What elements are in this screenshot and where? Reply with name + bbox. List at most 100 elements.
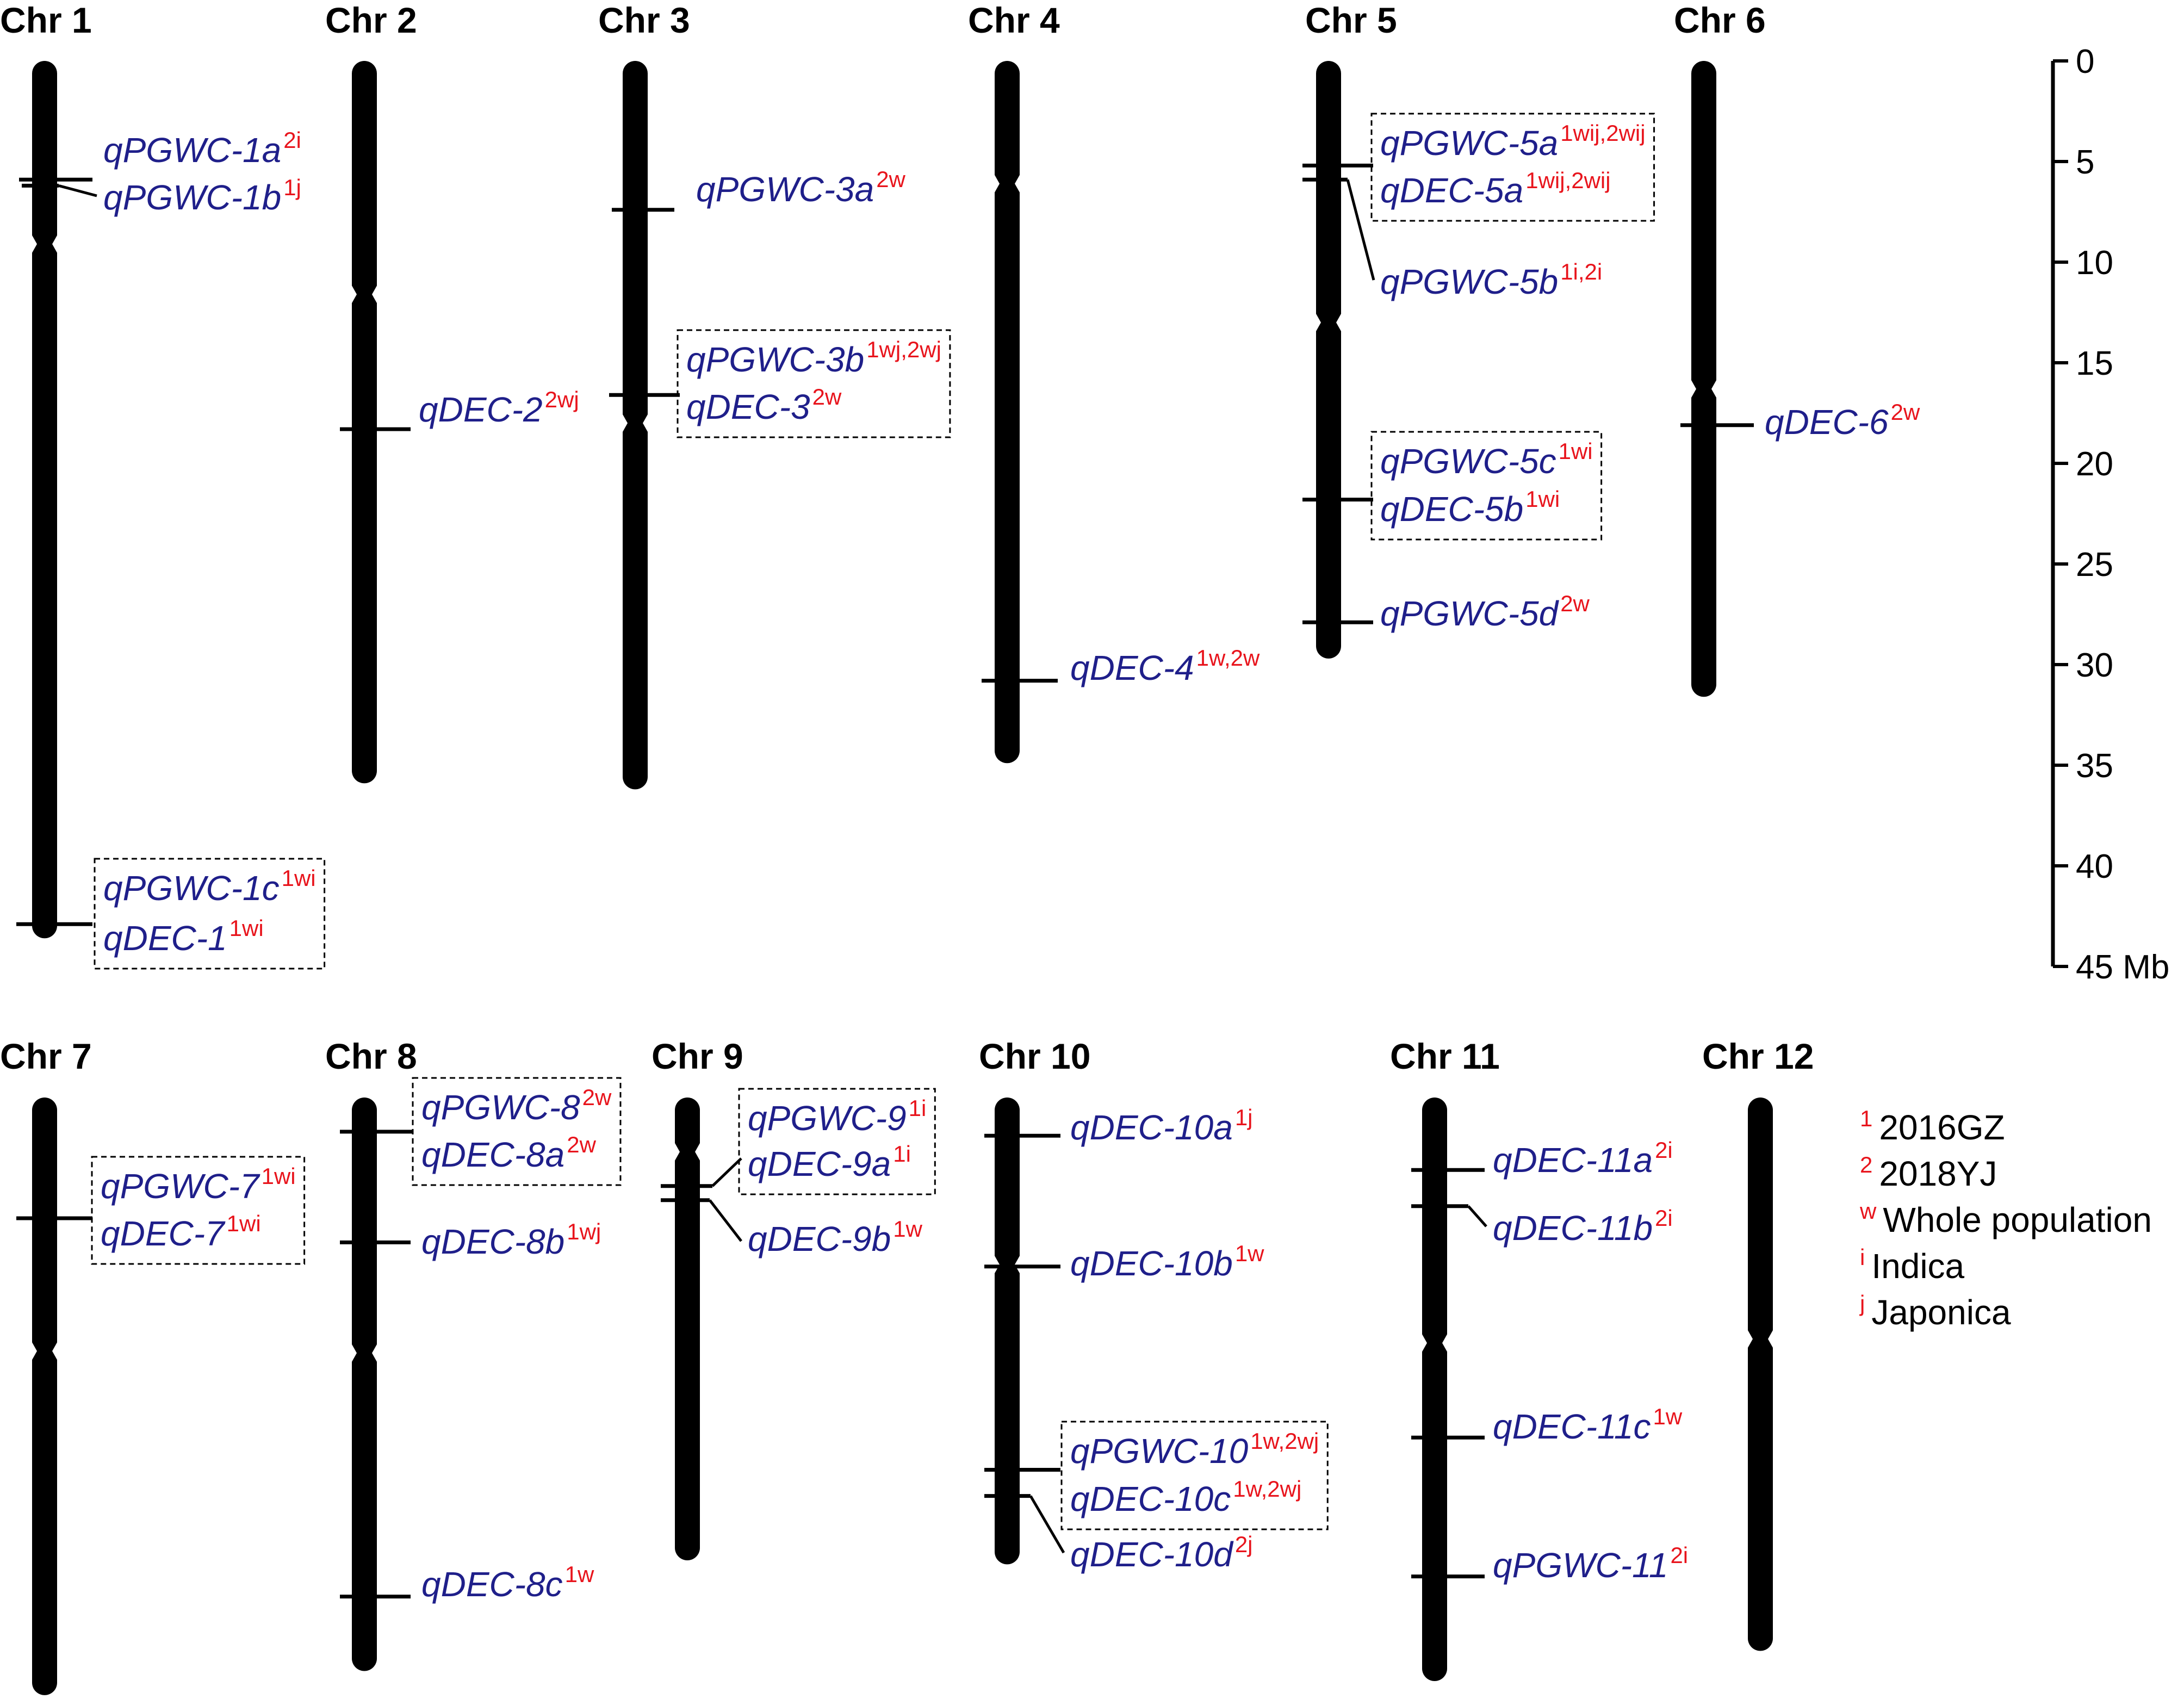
qtl-name-qdec-3: qDEC-3 bbox=[686, 387, 810, 426]
qtl-connector-qpgwc-5b bbox=[1346, 179, 1375, 281]
qtl-label-qdec-9a: qDEC-9a1i bbox=[748, 1141, 911, 1183]
chromosome-title-chr-7: Chr 7 bbox=[0, 1036, 92, 1076]
chromosome-title-chr-12: Chr 12 bbox=[1702, 1036, 1814, 1076]
qtl-sup-qdec-1: 1wi bbox=[229, 915, 264, 941]
qtl-sup-qdec-10d: 2j bbox=[1235, 1532, 1253, 1557]
scale-tick-label-30: 30 bbox=[2076, 647, 2113, 684]
chromosome-title-chr-2: Chr 2 bbox=[325, 0, 417, 40]
chromosome-title-chr-8: Chr 8 bbox=[325, 1036, 417, 1076]
chromosome-title-chr-9: Chr 9 bbox=[652, 1036, 743, 1076]
qtl-name-qdec-11a: qDEC-11a bbox=[1493, 1140, 1653, 1180]
chromosome-title-chr-6: Chr 6 bbox=[1674, 0, 1766, 40]
qtl-markers-layer bbox=[16, 163, 1754, 1599]
scale-tick-label-5: 5 bbox=[2076, 144, 2094, 181]
chromosome-title-chr-1: Chr 1 bbox=[0, 0, 92, 40]
chromosome-chr-8 bbox=[352, 1098, 377, 1671]
qtl-sup-qpgwc-7: 1wi bbox=[262, 1163, 296, 1189]
qtl-sup-qdec-5b: 1wi bbox=[1525, 486, 1560, 512]
legend-mark-2016gz: 1 bbox=[1860, 1106, 1872, 1131]
chromosome-chr-5 bbox=[1316, 61, 1341, 659]
qtl-connector-qdec-11b bbox=[1467, 1205, 1487, 1227]
qtl-name-qpgwc-7: qPGWC-7 bbox=[101, 1167, 260, 1206]
qtl-sup-qdec-5a: 1wij,2wij bbox=[1525, 168, 1610, 193]
qtl-sup-qdec-2: 2wj bbox=[545, 387, 579, 412]
qtl-sup-qpgwc-5d: 2w bbox=[1560, 591, 1590, 616]
chromosome-title-chr-3: Chr 3 bbox=[598, 0, 690, 40]
qtl-label-qpgwc-3b: qPGWC-3b1wj,2wj bbox=[686, 337, 941, 379]
qtl-sup-qpgwc-5a: 1wij,2wij bbox=[1560, 120, 1645, 146]
qtl-cluster-box-qpgwc-5c bbox=[1370, 431, 1603, 541]
qtl-sup-qdec-9b: 1w bbox=[893, 1216, 922, 1242]
qtl-sup-qdec-8c: 1w bbox=[565, 1561, 594, 1587]
qtl-label-qpgwc-5d: qPGWC-5d2w bbox=[1380, 591, 1590, 633]
qtl-sup-qdec-6: 2w bbox=[1891, 399, 1920, 425]
qtl-connector-qpgwc-9 bbox=[711, 1157, 742, 1187]
qtl-label-qpgwc-5c: qPGWC-5c1wi bbox=[1380, 438, 1593, 481]
qtl-name-qdec-8a: qDEC-8a bbox=[421, 1135, 564, 1174]
chromosome-chr-3 bbox=[623, 61, 648, 790]
qtl-connector-qdec-9b bbox=[709, 1199, 742, 1242]
qtl-sup-qpgwc-5c: 1wi bbox=[1559, 438, 1593, 464]
chromosome-chr-11 bbox=[1422, 1098, 1447, 1681]
scale-tick-label-10: 10 bbox=[2076, 244, 2113, 282]
qtl-name-qdec-8b: qDEC-8b bbox=[421, 1222, 564, 1261]
qtl-connector-qdec-10d bbox=[1029, 1495, 1065, 1554]
qtl-sup-qpgwc-3b: 1wj,2wj bbox=[866, 337, 941, 362]
chromosome-title-chr-5: Chr 5 bbox=[1305, 0, 1397, 40]
qtl-sup-qpgwc-5b: 1i,2i bbox=[1560, 259, 1602, 284]
scale-tick-label-0: 0 bbox=[2076, 43, 2094, 80]
qtl-label-qdec-1: qDEC-11wi bbox=[103, 915, 264, 958]
qtl-label-qdec-2: qDEC-22wj bbox=[419, 387, 579, 429]
qtl-cluster-box-qpgwc-5a bbox=[1370, 113, 1655, 222]
qtl-connector-qpgwc-1b bbox=[58, 184, 97, 197]
qtl-label-qdec-9b: qDEC-9b1w bbox=[748, 1216, 923, 1258]
qtl-labels-layer: qPGWC-1a2iqPGWC-1b1jqPGWC-1c1wiqDEC-11wi… bbox=[101, 120, 1920, 1604]
qtl-sup-qpgwc-9: 1i bbox=[909, 1095, 927, 1121]
qtl-name-qdec-9a: qDEC-9a bbox=[748, 1144, 891, 1183]
qtl-name-qdec-8c: qDEC-8c bbox=[421, 1565, 563, 1604]
qtl-cluster-box-qpgwc-10 bbox=[1060, 1421, 1329, 1530]
qtl-cluster-box-qpgwc-3b bbox=[677, 329, 951, 438]
qtl-label-qdec-10a: qDEC-10a1j bbox=[1070, 1105, 1253, 1147]
chromosome-title-chr-10: Chr 10 bbox=[979, 1036, 1090, 1076]
qtl-name-qpgwc-3a: qPGWC-3a bbox=[696, 170, 874, 209]
qtl-name-qdec-5a: qDEC-5a bbox=[1380, 171, 1523, 210]
qtl-cluster-box-qpgwc-1c bbox=[94, 858, 326, 970]
qtl-sup-qdec-7: 1wi bbox=[227, 1211, 261, 1236]
qtl-label-qpgwc-8: qPGWC-82w bbox=[421, 1084, 612, 1127]
legend-mark-japonica: j bbox=[1859, 1291, 1865, 1316]
qtl-name-qdec-11b: qDEC-11b bbox=[1493, 1208, 1653, 1248]
qtl-sup-qdec-3: 2w bbox=[812, 384, 842, 410]
qtl-label-qdec-5a: qDEC-5a1wij,2wij bbox=[1380, 168, 1611, 210]
qtl-label-qdec-11b: qDEC-11b2i bbox=[1493, 1205, 1673, 1248]
qtl-label-qpgwc-9: qPGWC-91i bbox=[748, 1095, 926, 1138]
qtl-label-qdec-10d: qDEC-10d2j bbox=[1070, 1532, 1253, 1574]
qtl-name-qdec-10d: qDEC-10d bbox=[1070, 1535, 1234, 1574]
qtl-sup-qpgwc-10: 1w,2wj bbox=[1250, 1428, 1319, 1454]
qtl-sup-qpgwc-8: 2w bbox=[582, 1084, 612, 1110]
qtl-name-qpgwc-1b: qPGWC-1b bbox=[103, 178, 281, 217]
qtl-name-qdec-2: qDEC-2 bbox=[419, 390, 543, 429]
chromosome-title-chr-11: Chr 11 bbox=[1390, 1036, 1500, 1076]
qtl-label-qpgwc-7: qPGWC-71wi bbox=[101, 1163, 296, 1206]
qtl-label-qdec-11c: qDEC-11c1w bbox=[1493, 1404, 1683, 1446]
qtl-label-qpgwc-5b: qPGWC-5b1i,2i bbox=[1380, 259, 1602, 301]
legend-text-2018yj: 2018YJ bbox=[1879, 1154, 1997, 1193]
chromosome-chr-12 bbox=[1748, 1098, 1773, 1651]
qtl-name-qpgwc-11: qPGWC-11 bbox=[1493, 1546, 1668, 1585]
qtl-name-qdec-9b: qDEC-9b bbox=[748, 1219, 891, 1258]
qtl-label-qdec-5b: qDEC-5b1wi bbox=[1380, 486, 1560, 529]
qtl-sup-qpgwc-1a: 2i bbox=[283, 127, 301, 153]
qtl-name-qdec-7: qDEC-7 bbox=[101, 1214, 226, 1253]
qtl-name-qdec-10b: qDEC-10b bbox=[1070, 1244, 1233, 1283]
qtl-cluster-box-qpgwc-9 bbox=[738, 1088, 936, 1195]
qtl-label-qdec-8b: qDEC-8b1wj bbox=[421, 1219, 601, 1261]
qtl-name-qpgwc-10: qPGWC-10 bbox=[1070, 1431, 1249, 1471]
legend-text-indica: Indica bbox=[1871, 1247, 1964, 1286]
qtl-sup-qdec-10c: 1w,2wj bbox=[1233, 1476, 1301, 1502]
